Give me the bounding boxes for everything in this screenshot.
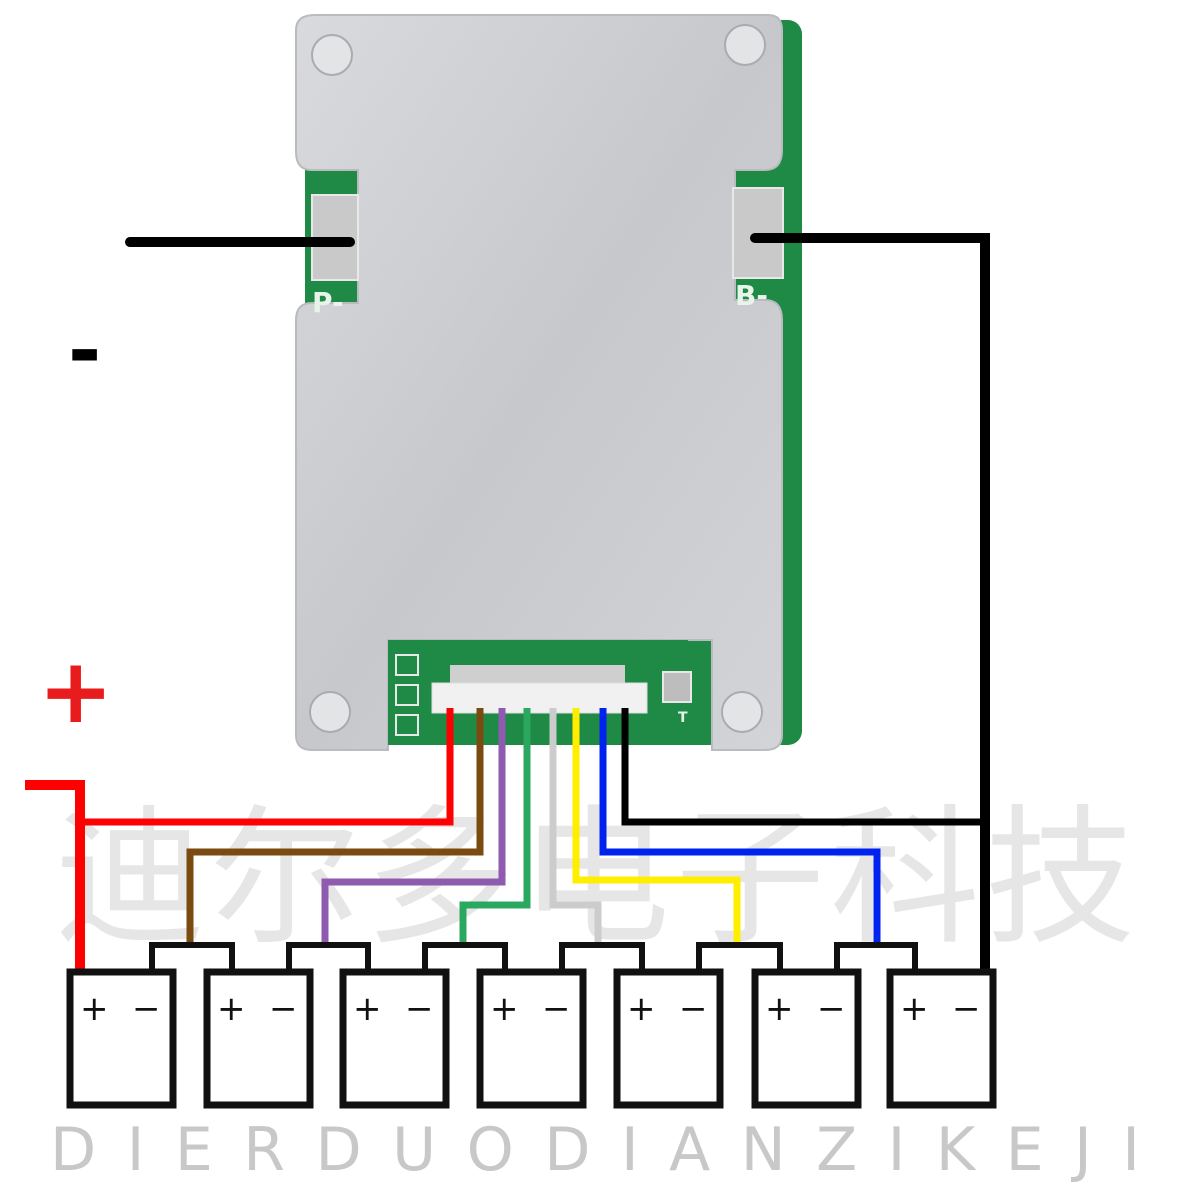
cell-minus-label: − (679, 989, 708, 1029)
cell-plus-label: + (217, 989, 246, 1029)
watermark-pinyin: DIERDUODIANZIKEJI (50, 1115, 1140, 1185)
pad (395, 684, 419, 706)
cell-plus-label: + (900, 989, 929, 1029)
balance-wires (85, 708, 985, 945)
cell-minus-label: − (132, 989, 161, 1029)
cell-body (66, 968, 177, 1109)
cell-jumper (834, 942, 918, 972)
battery-cell: +− (339, 968, 450, 1109)
battery-cell: +− (66, 968, 177, 1109)
negative-sign: - (68, 304, 101, 397)
battery-cell: +− (203, 968, 314, 1109)
battery-cell: +− (751, 968, 862, 1109)
cell-jumper (696, 942, 783, 972)
balance-wire-green (459, 708, 531, 945)
cell-body (613, 968, 724, 1109)
b-minus-label: B- (735, 279, 768, 312)
bms-board: P- B- T (295, 14, 802, 751)
balance-wire-gray (549, 708, 602, 945)
cell-minus-label: − (542, 989, 571, 1029)
screw-icon (721, 691, 763, 733)
balance-connector (431, 682, 648, 714)
cell-body (203, 968, 314, 1109)
t-pad (662, 671, 692, 703)
screw-icon (311, 34, 353, 76)
pad (395, 654, 419, 676)
cell-jumper (149, 942, 235, 972)
cell-plus-label: + (353, 989, 382, 1029)
cell-minus-label: − (952, 989, 981, 1029)
cell-jumper (286, 942, 371, 972)
screw-icon (309, 691, 351, 733)
cell-body (476, 968, 587, 1109)
cell-plus-label: + (80, 989, 109, 1029)
cell-jumper (559, 942, 645, 972)
cell-minus-label: − (269, 989, 298, 1029)
cell-minus-label: − (817, 989, 846, 1029)
metal-plate (295, 14, 783, 751)
pad (395, 714, 419, 736)
cell-plus-label: + (627, 989, 656, 1029)
battery-cell: +− (613, 968, 724, 1109)
cell-plus-label: + (490, 989, 519, 1029)
cell-body (339, 968, 450, 1109)
main-positive-wire (25, 780, 85, 972)
balance-wire-black (621, 708, 985, 826)
b-minus-wire (750, 233, 990, 977)
balance-wire-brown (186, 708, 484, 945)
cell-minus-label: − (405, 989, 434, 1029)
balance-wire-blue (599, 708, 881, 945)
cell-jumper (422, 942, 508, 972)
balance-wire-purple (321, 708, 506, 945)
t-label: T (678, 710, 688, 726)
balance-wire-red (85, 708, 454, 826)
positive-sign: + (38, 639, 113, 744)
cell-body (886, 968, 997, 1109)
cell-plus-label: + (765, 989, 794, 1029)
balance-wire-yellow (572, 708, 741, 945)
balance-connector-pins (450, 665, 625, 685)
battery-cell: +− (476, 968, 587, 1109)
battery-cells: +−+−+−+−+−+−+− (66, 942, 997, 1109)
p-minus-label: P- (312, 286, 344, 319)
cell-body (751, 968, 862, 1109)
screw-icon (724, 24, 766, 66)
battery-cell: +− (886, 968, 997, 1109)
